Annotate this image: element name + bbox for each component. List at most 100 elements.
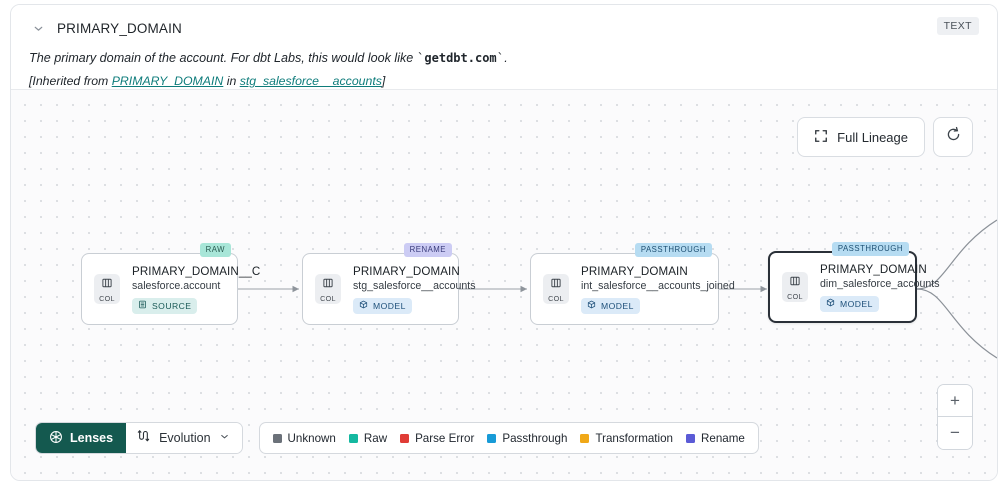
column-chip-label: COL bbox=[548, 293, 564, 303]
node-name: PRIMARY_DOMAIN bbox=[820, 262, 927, 276]
node-badge: PASSTHROUGH bbox=[634, 243, 712, 257]
node-badge: PASSTHROUGH bbox=[831, 242, 909, 256]
column-chip: COL bbox=[782, 272, 808, 302]
evolution-dropdown[interactable]: Evolution bbox=[126, 423, 242, 453]
description-prefix: The primary domain of the account. For d… bbox=[29, 51, 417, 65]
page-title: PRIMARY_DOMAIN bbox=[57, 20, 182, 36]
canvas-top-controls: Full Lineage bbox=[797, 117, 973, 157]
description-code: getdbt.com bbox=[424, 51, 497, 65]
evolution-label: Evolution bbox=[159, 431, 211, 445]
node-kind-label: SOURCE bbox=[152, 300, 192, 311]
lineage-node-selected[interactable]: PASSTHROUGH COL PRIMARY_DOMAIN dim_sales… bbox=[768, 242, 940, 323]
node-kind-tag: MODEL bbox=[353, 297, 412, 314]
full-lineage-button[interactable]: Full Lineage bbox=[797, 117, 925, 157]
legend-label: Unknown bbox=[287, 431, 336, 445]
node-name: PRIMARY_DOMAIN bbox=[353, 264, 460, 278]
legend-label: Rename bbox=[701, 431, 745, 445]
column-chip: COL bbox=[315, 274, 341, 304]
legend-swatch bbox=[487, 433, 497, 443]
legend-swatch bbox=[580, 433, 590, 443]
legend-swatch bbox=[686, 433, 696, 443]
lineage-node[interactable]: PASSTHROUGH COL PRIMARY_DOMAIN int_sales… bbox=[530, 243, 735, 325]
node-kind-tag: MODEL bbox=[581, 297, 640, 314]
legend-swatch bbox=[348, 433, 358, 443]
legend-item[interactable]: Rename bbox=[686, 432, 745, 445]
column-detail-panel: PRIMARY_DOMAIN TEXT The primary domain o… bbox=[10, 4, 998, 481]
backtick-open: ` bbox=[416, 50, 425, 65]
lenses-button[interactable]: Lenses bbox=[36, 423, 127, 453]
columns-icon bbox=[322, 276, 334, 294]
description-suffix: . bbox=[504, 51, 508, 65]
refresh-icon bbox=[945, 126, 962, 148]
refresh-button[interactable] bbox=[933, 117, 973, 157]
database-icon bbox=[138, 300, 147, 311]
chevron-down-icon bbox=[219, 431, 230, 445]
backtick-close: ` bbox=[496, 50, 505, 65]
type-badge: TEXT bbox=[936, 17, 979, 35]
cube-icon bbox=[826, 298, 835, 309]
node-subtitle: dim_salesforce_accounts bbox=[820, 277, 940, 290]
legend-item[interactable]: Parse Error bbox=[400, 432, 474, 445]
legend-swatch bbox=[272, 433, 282, 443]
legend-item[interactable]: Passthrough bbox=[487, 432, 567, 445]
node-subtitle: salesforce.account bbox=[132, 279, 221, 292]
columns-icon bbox=[789, 274, 801, 292]
inherited-column-link[interactable]: PRIMARY_DOMAIN bbox=[111, 74, 224, 89]
node-body: PRIMARY_DOMAIN int_salesforce__accounts_… bbox=[581, 265, 735, 314]
node-name: PRIMARY_DOMAIN__C bbox=[132, 264, 261, 278]
cube-icon bbox=[587, 300, 596, 311]
column-chip: COL bbox=[543, 274, 569, 304]
node-body: PRIMARY_DOMAIN dim_salesforce_accounts M… bbox=[820, 263, 940, 312]
lineage-legend: Unknown Raw Parse Error Passthrough bbox=[258, 422, 759, 454]
lens-control-group: Lenses Evolution bbox=[35, 422, 243, 454]
node-body: PRIMARY_DOMAIN stg_salesforce__accounts … bbox=[353, 265, 476, 314]
column-chip-label: COL bbox=[99, 293, 115, 303]
zoom-controls: + − bbox=[937, 384, 973, 450]
aperture-icon bbox=[49, 430, 63, 447]
canvas-bottom-toolbar: Lenses Evolution bbox=[35, 422, 759, 454]
legend-label: Raw bbox=[363, 431, 388, 445]
column-chip-label: COL bbox=[320, 293, 336, 303]
column-chip-label: COL bbox=[787, 291, 803, 301]
node-name: PRIMARY_DOMAIN bbox=[581, 264, 688, 278]
node-subtitle: int_salesforce__accounts_joined bbox=[581, 279, 735, 292]
legend-label: Parse Error bbox=[415, 431, 475, 445]
node-body: PRIMARY_DOMAIN__C salesforce.account SOU… bbox=[132, 265, 260, 314]
node-kind-label: MODEL bbox=[373, 300, 406, 311]
lineage-canvas[interactable]: Full Lineage RAW bbox=[11, 90, 997, 480]
chevron-down-icon[interactable] bbox=[29, 19, 47, 37]
legend-label: Passthrough bbox=[502, 431, 568, 445]
inherited-suffix: ] bbox=[381, 74, 386, 89]
columns-icon bbox=[550, 276, 562, 294]
panel-header: PRIMARY_DOMAIN TEXT The primary domain o… bbox=[11, 5, 997, 90]
inherited-model-link[interactable]: stg_salesforce__accounts bbox=[239, 74, 382, 89]
zoom-out-button[interactable]: − bbox=[938, 417, 972, 449]
legend-item[interactable]: Raw bbox=[348, 431, 388, 445]
node-kind-label: MODEL bbox=[840, 298, 873, 309]
legend-swatch bbox=[400, 433, 410, 443]
column-description: The primary domain of the account. For d… bbox=[29, 49, 979, 67]
columns-icon bbox=[101, 276, 113, 294]
node-badge: RENAME bbox=[403, 243, 452, 257]
full-lineage-label: Full Lineage bbox=[837, 129, 908, 145]
lineage-node[interactable]: RENAME COL PRIMARY_DOMAIN stg_salesforce… bbox=[302, 243, 476, 325]
legend-item[interactable]: Unknown bbox=[272, 431, 336, 445]
lenses-label: Lenses bbox=[70, 431, 114, 445]
legend-label: Transformation bbox=[595, 431, 674, 445]
node-badge: RAW bbox=[199, 243, 231, 257]
column-chip: COL bbox=[94, 274, 120, 304]
expand-icon bbox=[814, 129, 828, 146]
node-kind-label: MODEL bbox=[601, 300, 634, 311]
cube-icon bbox=[359, 300, 368, 311]
inherited-middle: in bbox=[223, 74, 240, 89]
inherited-from-line: [Inherited from PRIMARY_DOMAIN in stg_sa… bbox=[29, 74, 979, 88]
evolution-flow-icon bbox=[137, 429, 151, 447]
lineage-node[interactable]: RAW COL PRIMARY_DOMAIN__C salesforce.acc… bbox=[81, 243, 260, 325]
inherited-prefix: [Inherited from bbox=[29, 74, 112, 89]
node-kind-tag: SOURCE bbox=[132, 297, 198, 314]
zoom-in-button[interactable]: + bbox=[938, 385, 972, 417]
legend-item[interactable]: Transformation bbox=[580, 432, 673, 445]
node-subtitle: stg_salesforce__accounts bbox=[353, 279, 476, 292]
node-kind-tag: MODEL bbox=[820, 295, 879, 312]
